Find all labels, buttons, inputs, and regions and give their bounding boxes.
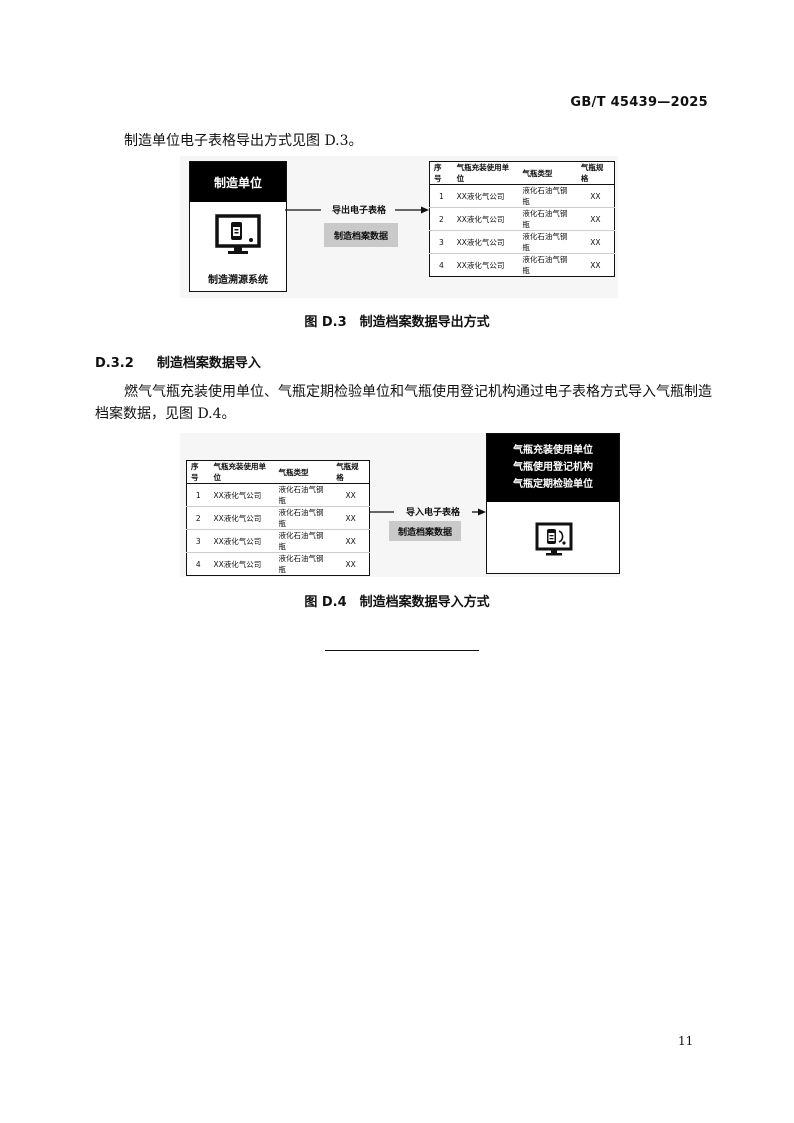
org-line-inspection-unit: 气瓶定期检验单位: [513, 479, 593, 490]
cell-seq: 2: [186, 506, 210, 530]
col-header-spec: 气瓶规格: [576, 161, 615, 185]
archive-data-chip: 制造档案数据: [324, 223, 398, 247]
cell-spec: XX: [576, 184, 615, 208]
cell-unit: XX液化气公司: [209, 483, 275, 507]
cell-seq: 3: [186, 529, 210, 553]
org-header: 气瓶充装使用单位 气瓶使用登记机构 气瓶定期检验单位: [487, 434, 619, 502]
cell-seq: 4: [438, 260, 444, 270]
archive-data-table: 序号 气瓶充装使用单位 气瓶类型 气瓶规格 1 XX液化气公司 液化石油气钢瓶 …: [429, 161, 615, 277]
cell-spec: XX: [576, 230, 615, 254]
table-row: 3 XX液化气公司 液化石油气钢瓶 XX: [186, 529, 370, 553]
archive-data-chip: 制造档案数据: [389, 521, 461, 541]
intro-text: 制造单位电子表格导出方式见图 D.3。: [124, 133, 363, 149]
org-line-registration-agency: 气瓶使用登记机构: [513, 462, 593, 473]
cell-type: 液化石油气钢瓶: [522, 255, 568, 275]
table-row: 1 XX液化气公司 液化石油气钢瓶 XX: [186, 483, 370, 507]
table-row: 3 XX液化气公司 液化石油气钢瓶 XX: [429, 230, 615, 254]
org-box: 气瓶充装使用单位 气瓶使用登记机构 气瓶定期检验单位: [486, 433, 620, 574]
table-row: 1 XX液化气公司 液化石油气钢瓶 XX: [429, 184, 615, 208]
cell-type: 液化石油气钢瓶: [274, 483, 333, 507]
import-data-table: 序号 气瓶充装使用单位 气瓶类型 气瓶规格 1 XX液化气公司 液化石油气钢瓶 …: [186, 460, 370, 576]
cell-spec: XX: [345, 559, 356, 569]
cell-spec: XX: [332, 529, 370, 553]
end-rule: [325, 650, 479, 651]
col-header-spec: 气瓶规格: [332, 460, 370, 484]
cell-unit: XX液化气公司: [452, 184, 519, 208]
cell-unit: XX液化气公司: [456, 260, 505, 270]
col-header-unit: 气瓶充装使用单位: [209, 460, 275, 484]
export-arrow-icon: [285, 206, 429, 214]
import-arrow-label: 导入电子表格: [405, 508, 460, 518]
figure-d3: 制造单位 制造溯源系统 导出电子表格 制造档案数据 序号 气瓶充装使用单位 气瓶…: [180, 156, 618, 298]
cell-seq: 1: [186, 483, 210, 507]
cell-unit: XX液化气公司: [452, 230, 519, 254]
cell-unit: XX液化气公司: [452, 207, 519, 231]
cell-type: 液化石油气钢瓶: [274, 506, 333, 530]
figure-d3-caption: 图 D.3 制造档案数据导出方式: [304, 315, 490, 330]
standard-code: GB/T 45439—2025: [570, 95, 708, 110]
section-paragraph-line2: 档案数据，见图 D.4。: [95, 406, 236, 422]
col-header-type: 气瓶类型: [518, 161, 577, 185]
table-header-row: 序号 气瓶充装使用单位 气瓶类型 气瓶规格: [429, 161, 615, 185]
table-row: 4 XX液化气公司 液化石油气钢瓶 XX: [430, 254, 615, 277]
table-row: 2 XX液化气公司 液化石油气钢瓶 XX: [429, 207, 615, 231]
export-arrow-label: 导出电子表格: [331, 206, 386, 216]
cell-type: 液化石油气钢瓶: [278, 554, 324, 574]
col-header-seq: 序号: [186, 460, 210, 484]
cell-type: 液化石油气钢瓶: [274, 529, 333, 553]
computer-monitor-icon: [215, 214, 261, 254]
figure-d4-caption: 图 D.4 制造档案数据导入方式: [304, 595, 490, 610]
table-row: 2 XX液化气公司 液化石油气钢瓶 XX: [186, 506, 370, 530]
cell-type: 液化石油气钢瓶: [518, 230, 577, 254]
figure-d4: 序号 气瓶充装使用单位 气瓶类型 气瓶规格 1 XX液化气公司 液化石油气钢瓶 …: [180, 433, 620, 577]
col-header-type: 气瓶类型: [274, 460, 333, 484]
computer-monitor-icon: [535, 522, 573, 556]
cell-seq: 1: [429, 184, 453, 208]
section-paragraph-line1: 燃气气瓶充装使用单位、气瓶定期检验单位和气瓶使用登记机构通过电子表格方式导入气瓶…: [124, 384, 712, 400]
col-header-seq: 序号: [429, 161, 453, 185]
org-line-filling-unit: 气瓶充装使用单位: [513, 445, 593, 456]
section-heading: D.3.2 制造档案数据导入: [95, 352, 261, 371]
table-row: 4 XX液化气公司 液化石油气钢瓶 XX: [187, 553, 370, 576]
section-number: D.3.2: [95, 356, 134, 371]
cell-spec: XX: [332, 483, 370, 507]
table-header-row: 序号 气瓶充装使用单位 气瓶类型 气瓶规格: [186, 460, 370, 484]
import-arrow-icon: [370, 508, 486, 516]
cell-unit: XX液化气公司: [213, 559, 262, 569]
cell-unit: XX液化气公司: [209, 529, 275, 553]
cell-spec: XX: [590, 260, 601, 270]
section-title: 制造档案数据导入: [156, 356, 261, 371]
cell-seq: 4: [195, 559, 201, 569]
cell-seq: 3: [429, 230, 453, 254]
cell-seq: 2: [429, 207, 453, 231]
cell-type: 液化石油气钢瓶: [518, 207, 577, 231]
system-label: 制造溯源系统: [208, 275, 268, 286]
manufacturer-title: 制造单位: [190, 162, 286, 202]
manufacturer-box: 制造单位 制造溯源系统: [189, 161, 287, 292]
col-header-unit: 气瓶充装使用单位: [452, 161, 519, 185]
cell-spec: XX: [332, 506, 370, 530]
cell-spec: XX: [576, 207, 615, 231]
page-number: 11: [678, 1034, 694, 1048]
cell-type: 液化石油气钢瓶: [518, 184, 577, 208]
cell-unit: XX液化气公司: [209, 506, 275, 530]
